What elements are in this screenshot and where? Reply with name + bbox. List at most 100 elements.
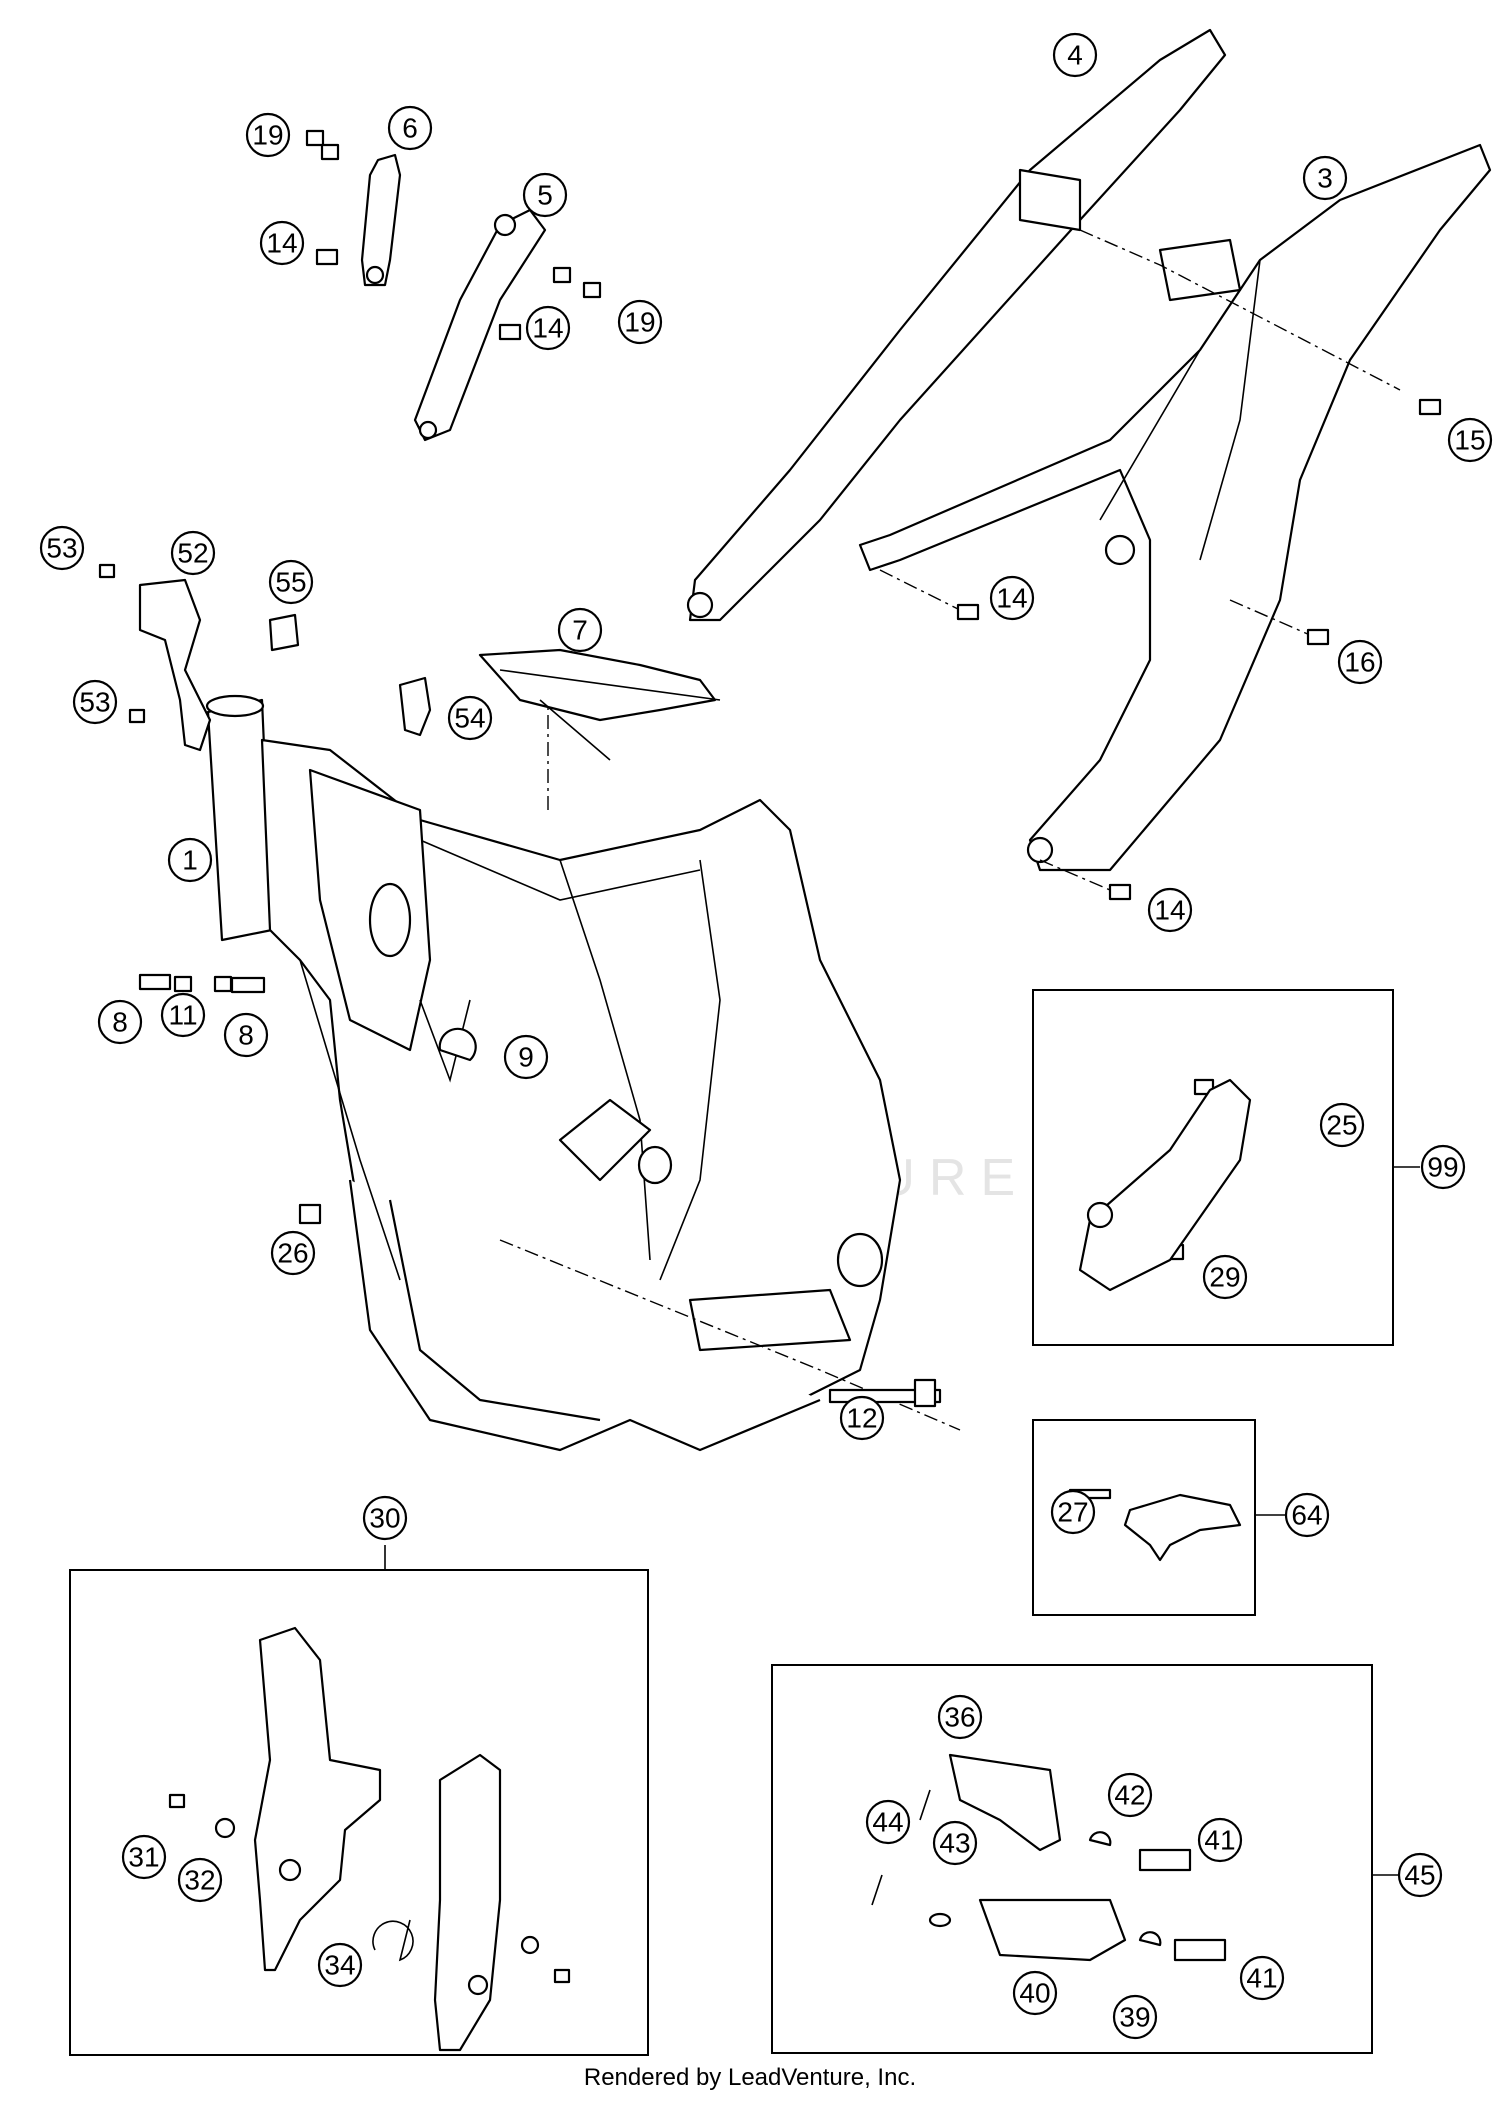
part-55 xyxy=(268,613,300,652)
svg-text:16: 16 xyxy=(1344,647,1375,678)
svg-text:7: 7 xyxy=(572,615,588,646)
part-34 xyxy=(372,1919,414,1962)
callout-14d[interactable]: 14 xyxy=(1147,887,1193,933)
leader-14-sub xyxy=(879,569,961,611)
part-64-slider xyxy=(1123,1493,1242,1562)
callout-54[interactable]: 54 xyxy=(447,695,493,741)
callout-64[interactable]: 64 xyxy=(1284,1492,1330,1538)
callout-52[interactable]: 52 xyxy=(170,530,216,576)
callout-15[interactable]: 15 xyxy=(1447,417,1493,463)
callout-1[interactable]: 1 xyxy=(167,837,213,883)
svg-text:40: 40 xyxy=(1019,1978,1050,2009)
svg-text:32: 32 xyxy=(184,1865,215,1896)
svg-text:9: 9 xyxy=(518,1042,534,1073)
callout-8b[interactable]: 8 xyxy=(223,1012,269,1058)
callout-29[interactable]: 29 xyxy=(1202,1254,1248,1300)
svg-text:53: 53 xyxy=(46,533,77,564)
callout-12[interactable]: 12 xyxy=(839,1395,885,1441)
svg-text:52: 52 xyxy=(177,538,208,569)
callout-19b[interactable]: 19 xyxy=(617,299,663,345)
callout-27[interactable]: 27 xyxy=(1050,1489,1096,1535)
callout-41b[interactable]: 41 xyxy=(1239,1955,1285,2001)
callout-44[interactable]: 44 xyxy=(865,1799,911,1845)
callout-26[interactable]: 26 xyxy=(270,1230,316,1276)
part-7 xyxy=(478,648,721,761)
callout-19a[interactable]: 19 xyxy=(245,112,291,158)
svg-text:53: 53 xyxy=(79,687,110,718)
svg-text:14: 14 xyxy=(532,313,563,344)
callout-8a[interactable]: 8 xyxy=(97,999,143,1045)
callout-34[interactable]: 34 xyxy=(317,1942,363,1988)
leader-12 xyxy=(499,1239,961,1431)
part-45-footrests xyxy=(871,1753,1227,1962)
svg-text:43: 43 xyxy=(939,1828,970,1859)
callout-41a[interactable]: 41 xyxy=(1197,1817,1243,1863)
callout-6[interactable]: 6 xyxy=(387,105,433,151)
svg-text:41: 41 xyxy=(1246,1963,1277,1994)
svg-text:19: 19 xyxy=(252,120,283,151)
callout-25[interactable]: 25 xyxy=(1319,1102,1365,1148)
subframe xyxy=(686,28,1492,872)
callout-16[interactable]: 16 xyxy=(1337,639,1383,685)
svg-text:27: 27 xyxy=(1057,1497,1088,1528)
part-99-chain-guide xyxy=(1078,1078,1252,1292)
callout-14a[interactable]: 14 xyxy=(259,220,305,266)
svg-text:55: 55 xyxy=(275,567,306,598)
svg-text:34: 34 xyxy=(324,1950,355,1981)
callout-53a[interactable]: 53 xyxy=(39,525,85,571)
callout-4[interactable]: 4 xyxy=(1052,32,1098,78)
callout-11[interactable]: 11 xyxy=(160,992,206,1038)
callout-30[interactable]: 30 xyxy=(362,1495,408,1541)
svg-text:30: 30 xyxy=(369,1503,400,1534)
callout-55[interactable]: 55 xyxy=(268,559,314,605)
callout-14c[interactable]: 14 xyxy=(989,575,1035,621)
leader-14-low xyxy=(1039,859,1111,891)
callout-39[interactable]: 39 xyxy=(1112,1994,1158,2040)
svg-text:5: 5 xyxy=(537,180,553,211)
callout-32[interactable]: 32 xyxy=(177,1857,223,1903)
callout-53b[interactable]: 53 xyxy=(72,679,118,725)
callout-7[interactable]: 7 xyxy=(557,607,603,653)
svg-text:11: 11 xyxy=(168,1000,197,1031)
part-9 xyxy=(438,1027,477,1062)
svg-text:14: 14 xyxy=(996,583,1027,614)
svg-text:36: 36 xyxy=(944,1702,975,1733)
svg-text:8: 8 xyxy=(238,1020,254,1051)
callout-99[interactable]: 99 xyxy=(1420,1144,1466,1190)
part-30-frame-guard-left xyxy=(253,1626,382,1972)
svg-text:26: 26 xyxy=(277,1238,308,1269)
group-box-30 xyxy=(69,1569,649,2056)
svg-text:31: 31 xyxy=(128,1842,159,1873)
callout-40[interactable]: 40 xyxy=(1012,1970,1058,2016)
callout-14b[interactable]: 14 xyxy=(525,305,571,351)
svg-text:64: 64 xyxy=(1291,1500,1322,1531)
svg-text:15: 15 xyxy=(1454,425,1485,456)
svg-text:8: 8 xyxy=(112,1007,128,1038)
leader-15 xyxy=(1079,229,1401,391)
callout-9[interactable]: 9 xyxy=(503,1034,549,1080)
svg-text:99: 99 xyxy=(1427,1152,1458,1183)
svg-text:29: 29 xyxy=(1209,1262,1240,1293)
main-frame xyxy=(205,694,902,1452)
footer-credit: Rendered by LeadVenture, Inc. xyxy=(583,2064,917,2091)
callout-3[interactable]: 3 xyxy=(1302,155,1348,201)
bracket-6 xyxy=(360,153,402,287)
callout-5[interactable]: 5 xyxy=(522,172,568,218)
svg-text:25: 25 xyxy=(1326,1110,1357,1141)
svg-text:1: 1 xyxy=(182,845,198,876)
callout-31[interactable]: 31 xyxy=(121,1834,167,1880)
bracket-5 xyxy=(413,208,547,442)
callout-36[interactable]: 36 xyxy=(937,1694,983,1740)
svg-text:45: 45 xyxy=(1404,1860,1435,1891)
callout-45[interactable]: 45 xyxy=(1397,1852,1443,1898)
svg-text:42: 42 xyxy=(1114,1780,1145,1811)
svg-text:41: 41 xyxy=(1204,1825,1235,1856)
group-box-64 xyxy=(1032,1419,1256,1616)
svg-text:44: 44 xyxy=(872,1807,903,1838)
part-52 xyxy=(138,578,212,752)
part-54 xyxy=(398,676,432,737)
part-30-frame-guard-right xyxy=(433,1753,502,2052)
callout-42[interactable]: 42 xyxy=(1107,1772,1153,1818)
callout-43[interactable]: 43 xyxy=(932,1820,978,1866)
